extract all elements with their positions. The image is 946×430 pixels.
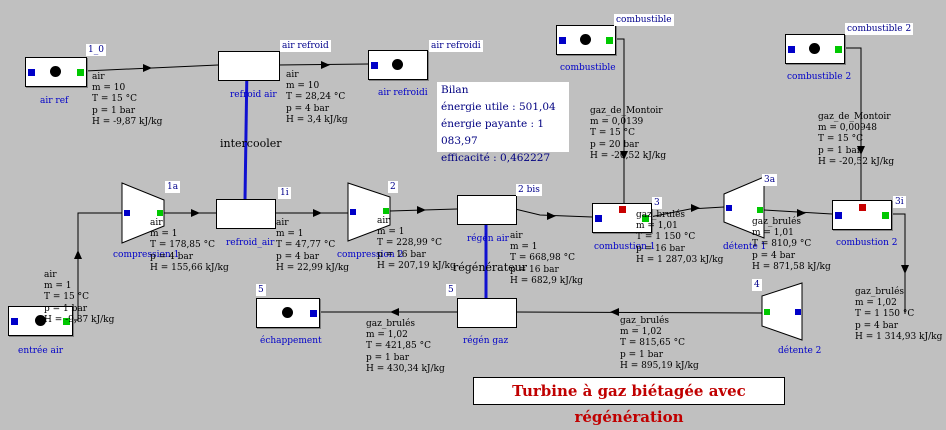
compressor-2-inlet-port (350, 209, 356, 215)
echappement-label: échappement (260, 336, 322, 346)
arrow-2-bis (547, 212, 556, 220)
arrow-3a (797, 209, 806, 217)
turbine-detente-2-inlet-port (795, 309, 801, 315)
turbine-detente-2-outlet-port (764, 309, 770, 315)
point-tag-4: 4 (752, 279, 762, 291)
regenerateur-label: régénérateur (453, 261, 528, 274)
line-inlet (72, 212, 122, 321)
combustion-1-node[interactable] (592, 203, 652, 233)
arrow-1a (191, 209, 200, 217)
compressor-1-inlet-port (124, 210, 130, 216)
point-tag-5-regen: 5 (446, 284, 456, 296)
entree-air-node[interactable] (8, 306, 73, 336)
point-tag-1i: 1i (278, 187, 291, 199)
bilan-heading: Bilan (441, 84, 469, 96)
point-tag-air-refroid: air refroid (280, 40, 331, 52)
diagram-title: Turbine à gaz biétagée avec régénération (473, 377, 785, 426)
point-tag-2-bis: 2 bis (516, 184, 542, 196)
bilan-efficacite: efficacité : 0,462227 (441, 152, 551, 164)
echappement-node[interactable] (256, 298, 320, 328)
arrow-1-0 (143, 64, 152, 72)
line-fuel-1 (614, 38, 625, 206)
detente-1-label: détente 1 (723, 242, 767, 252)
point-tag-3a: 3a (762, 174, 778, 186)
compressor-2 (347, 182, 391, 242)
arrow-inlet (74, 250, 82, 259)
point-tag-air-refroidi: air refroidi (429, 40, 483, 52)
point-tag-2: 2 (388, 181, 398, 193)
bilan-energie-utile: énergie utile : 501,04 (441, 101, 556, 113)
arrow-3i (901, 265, 909, 274)
detente-2-label: détente 2 (778, 346, 822, 356)
regen-gaz-exchanger[interactable] (457, 298, 517, 328)
arrow-5 (390, 308, 399, 316)
refroid-air-label: refroid_air (226, 238, 275, 248)
point-tag-5-exhaust: 5 (256, 284, 266, 296)
combustion-2-label: combustion 2 (836, 238, 898, 248)
line-2-bis (514, 208, 593, 218)
line-3 (649, 206, 725, 218)
point-tag-3: 3 (652, 197, 662, 209)
combustible-2-node[interactable] (785, 34, 845, 64)
arrow-1i (313, 209, 322, 217)
turbine-detente-1-inlet-port (726, 205, 732, 211)
compression-2-label: compression 2 (337, 250, 404, 260)
turbine-detente-1 (723, 176, 765, 239)
combustion-2-node[interactable] (832, 200, 892, 230)
compressor-1-outlet-port (157, 210, 163, 216)
compressor-1 (121, 182, 165, 244)
arrow-4 (610, 308, 619, 316)
intercooler-coupling (243, 64, 249, 201)
point-tag-3i: 3i (893, 196, 906, 208)
arrow-fuel-2 (857, 146, 865, 155)
arrow-3 (691, 204, 700, 212)
line-4 (514, 311, 763, 314)
turbine-detente-1-outlet-port (757, 207, 763, 213)
turbine-detente-2 (761, 282, 803, 341)
bilan-panel: Bilan énergie utile : 501,04 énergie pay… (437, 82, 569, 164)
bilan-energie-payante: énergie payante : 1 083,97 (441, 118, 545, 147)
compression-1-label: compression 1 (113, 250, 180, 260)
refroid-air-top-label: refroid air (230, 90, 277, 100)
regen-air-label: régén air (467, 234, 509, 244)
entree-air-label: entrée air (18, 346, 64, 356)
refroid-air-exchanger[interactable] (216, 199, 276, 229)
arrow-air-refroid (321, 61, 330, 69)
refroid-air-top-exchanger[interactable] (218, 51, 280, 81)
combustion-1-label: combustion 1 (594, 242, 656, 252)
air-refroidi-label: air refroidi (378, 88, 428, 98)
combustible-2-label: combustible 2 (787, 72, 852, 82)
point-tag-1a: 1a (165, 181, 181, 193)
arrow-fuel-1 (620, 151, 628, 160)
combustible-label: combustible (560, 63, 616, 73)
air-ref-node[interactable] (25, 57, 87, 87)
combustible-node[interactable] (556, 25, 616, 55)
arrow-2 (417, 206, 426, 214)
point-tag-1-0: 1_0 (86, 44, 106, 56)
regen-gaz-label: régén gaz (463, 336, 509, 346)
point-tag-combustible: combustible (614, 14, 674, 26)
point-tag-combustible-2: combustible 2 (845, 23, 914, 35)
air-ref-label: air ref (40, 96, 69, 106)
regen-air-exchanger[interactable] (457, 195, 517, 225)
air-refroidi-node[interactable] (368, 50, 428, 80)
compressor-2-outlet-port (383, 208, 389, 214)
intercooler-label: intercooler (220, 137, 282, 150)
line-3i (890, 213, 906, 314)
